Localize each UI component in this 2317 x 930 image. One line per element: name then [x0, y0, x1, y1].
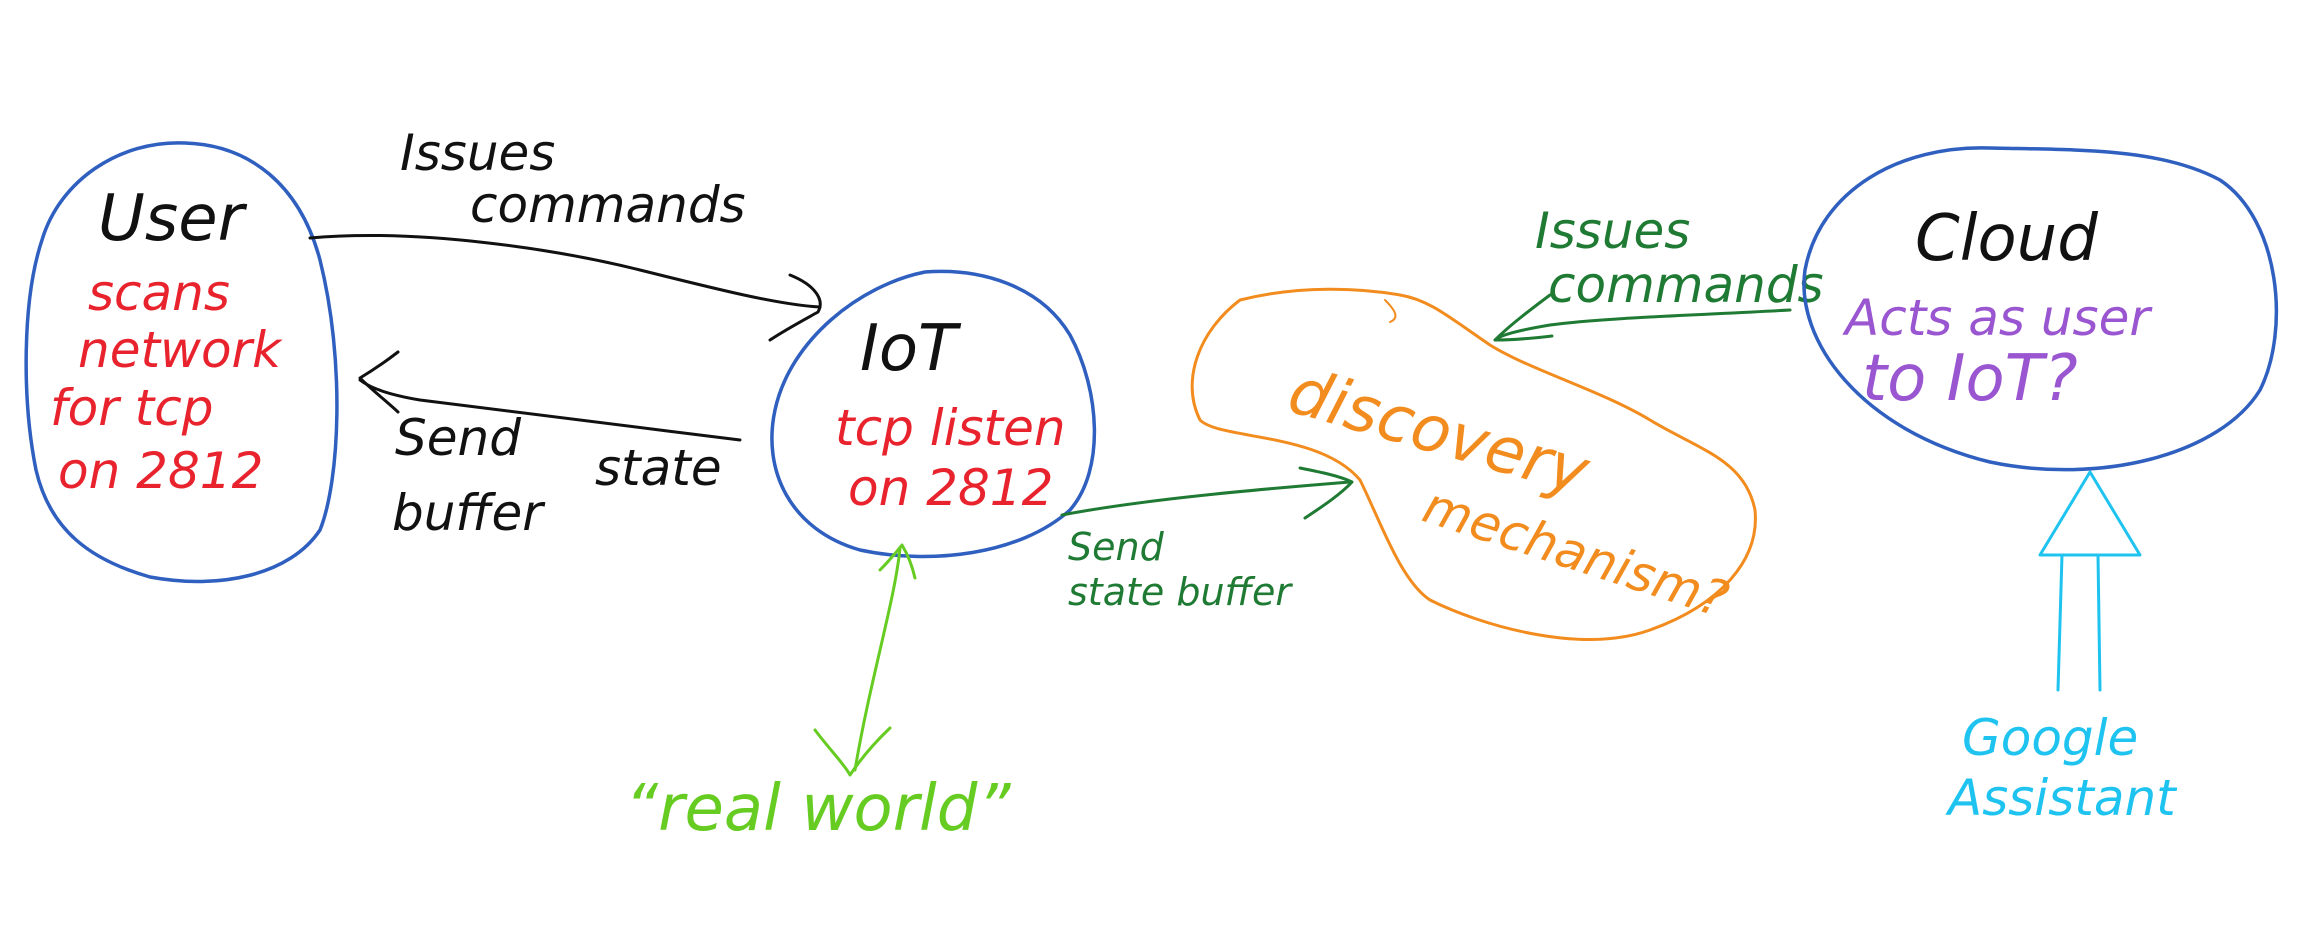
arrow-iot-to-user: [358, 378, 742, 442]
edge-google-line-1: Google: [1962, 709, 2138, 767]
discovery-node-squiggle: [1384, 299, 1397, 323]
edge-iot-to-user-line-1: Send: [395, 409, 521, 467]
iot-node-line-2: on 2812: [848, 459, 1053, 517]
user-node-line-2: network: [78, 321, 283, 379]
cloud-node-line-2: to IoT?: [1862, 342, 2078, 416]
edge-user-to-iot-line-2: commands: [470, 176, 746, 234]
arrow-cloud-to-discovery: [1493, 308, 1792, 342]
iot-node: IoT tcp listen on 2812: [770, 269, 1097, 559]
edge-cloud-to-discovery-line-1: Issues: [1535, 202, 1690, 260]
arrow-iot-to-discovery: [1060, 480, 1352, 517]
user-node-title: User: [98, 182, 248, 256]
arrowhead-real-world-top: [878, 543, 917, 580]
iot-node-outline: [770, 269, 1097, 559]
arrowhead-real-world-bottom: [813, 726, 892, 777]
edge-google-line-2: Assistant: [1945, 769, 2178, 827]
arrowhead-iot-to-discovery: [1298, 466, 1354, 520]
edge-iot-to-user: Send state buffer: [358, 350, 742, 542]
discovery-node-outline: [1190, 287, 1757, 641]
arrowhead-user-to-iot: [768, 273, 822, 342]
user-node-line-4: on 2812: [58, 442, 263, 500]
arrow-real-world: [853, 546, 902, 772]
arrow-google-assistant: [2038, 470, 2142, 692]
user-node: User scans network for tcp on 2812: [24, 141, 339, 584]
arrow-user-to-iot: [308, 234, 822, 309]
edge-user-to-iot: Issues commands: [308, 124, 822, 342]
user-node-line-1: scans: [88, 264, 230, 322]
edge-iot-to-discovery: Send state buffer: [1060, 466, 1354, 614]
edge-iot-to-user-line-3: buffer: [392, 484, 546, 542]
user-node-outline: [24, 141, 339, 584]
iot-node-title: IoT: [860, 312, 962, 386]
edge-iot-to-discovery-line-2: state buffer: [1068, 570, 1293, 614]
cloud-node-line-1: Acts as user: [1842, 289, 2153, 347]
cloud-node-outline: [1802, 146, 2279, 472]
cloud-node-title: Cloud: [1915, 202, 2098, 276]
edge-user-to-iot-line-1: Issues: [400, 124, 555, 182]
edge-real-world-label: “real world”: [625, 772, 1011, 846]
arrowhead-iot-to-user: [358, 350, 400, 414]
edge-cloud-to-discovery: Issues commands: [1493, 202, 1824, 342]
edge-real-world: “real world”: [625, 543, 1011, 846]
cloud-node: Cloud Acts as user to IoT?: [1802, 146, 2279, 472]
edge-iot-to-user-line-2: state: [595, 439, 722, 497]
iot-node-line-1: tcp listen: [835, 399, 1066, 457]
edge-cloud-to-discovery-line-2: commands: [1548, 256, 1824, 314]
arrowhead-cloud-to-discovery: [1493, 293, 1554, 342]
edge-iot-to-discovery-line-1: Send: [1068, 525, 1165, 569]
user-node-line-3: for tcp: [50, 379, 213, 437]
edge-google-assistant: Google Assistant: [1945, 470, 2178, 827]
